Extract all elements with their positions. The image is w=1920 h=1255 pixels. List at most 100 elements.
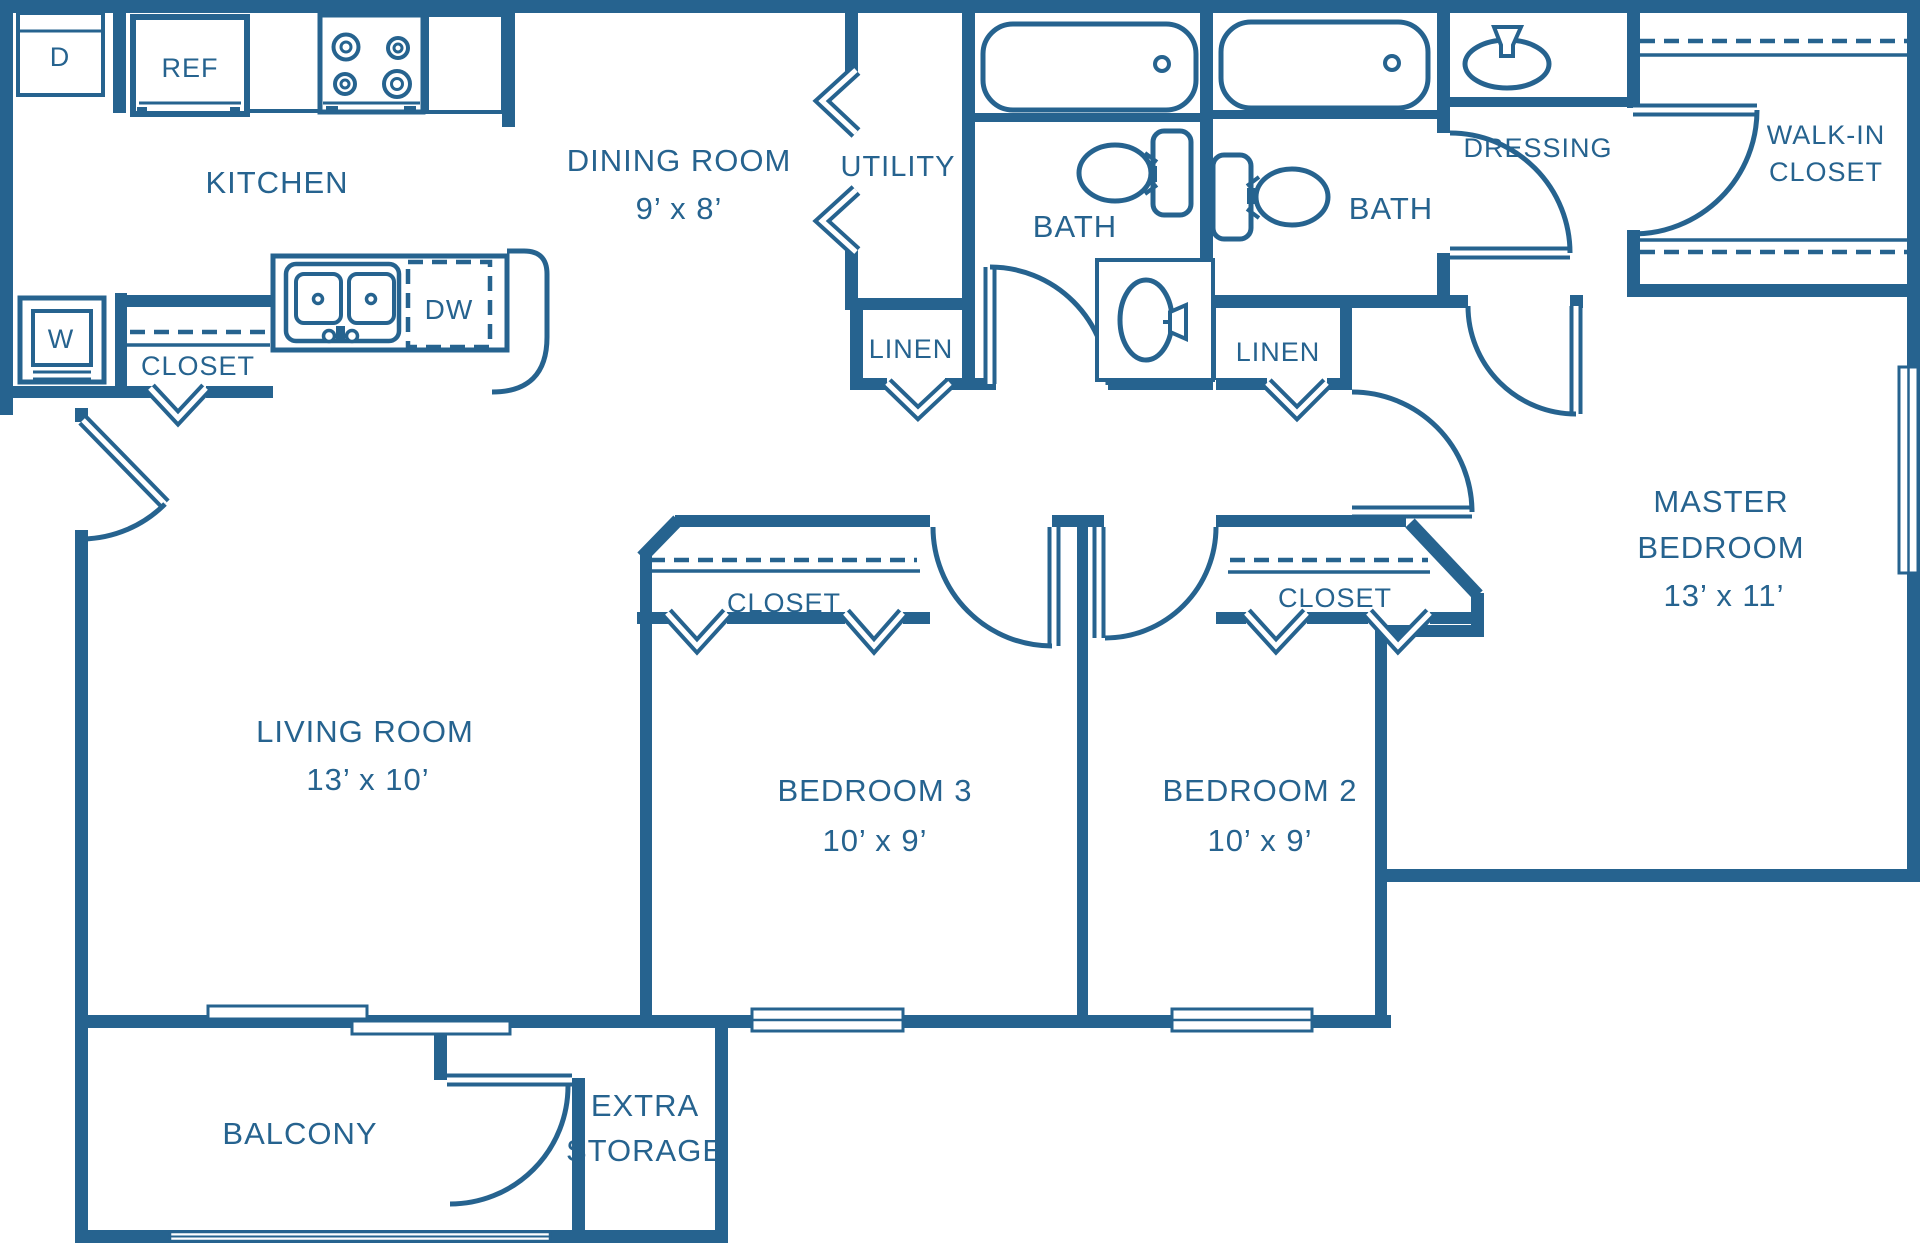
dryer-box [16, 11, 105, 97]
room-label-linen2: LINEN [1236, 337, 1321, 367]
bifold-door [812, 185, 861, 257]
bifold-door-core [843, 611, 905, 650]
closet-shelves-layer [127, 38, 1907, 574]
washer-inner-box [31, 309, 93, 367]
wall-segment [845, 298, 975, 310]
bifold-door [840, 608, 908, 656]
stove-burner-icon [390, 77, 404, 91]
stove-burner-icon [339, 40, 353, 54]
wall-segment [675, 515, 930, 527]
sink-drain-icon [364, 292, 378, 306]
wall-segment [845, 250, 858, 310]
wall-segment [850, 298, 863, 390]
appliance-label-dishwasher: DW [425, 294, 474, 325]
bed3-door-arc [930, 526, 1053, 649]
doors-layer [78, 103, 1760, 1207]
bath1-door-arc [989, 264, 1111, 386]
sink-faucet-icon [336, 326, 345, 343]
windows-layer [168, 365, 1920, 1243]
room-label-bath2: BATH [1349, 191, 1433, 226]
refrigerator-box [130, 14, 250, 117]
bifold-door-core [818, 68, 858, 135]
bifold-door-core [1366, 611, 1432, 650]
wall-segment [502, 13, 515, 127]
wall-segment [115, 293, 127, 397]
counter-end-cap [491, 248, 550, 395]
appliance-label-washer: W [48, 324, 74, 354]
master-door-arc [1351, 389, 1475, 513]
wall-segment [1052, 515, 1104, 527]
wall-segment [1213, 110, 1450, 119]
wall-segment [850, 378, 887, 390]
toilet-bowl-icon [1076, 142, 1154, 204]
bathtub-icon [980, 21, 1199, 113]
room-label-dressing: DRESSING [1463, 133, 1612, 163]
room-label-living: LIVING ROOM [256, 714, 474, 749]
bifold-door-core [818, 188, 858, 254]
room-label-linen1: LINEN [869, 334, 954, 364]
wall-segment [1378, 869, 1920, 882]
wall-segment [1375, 625, 1387, 1028]
wall-segment [903, 612, 930, 624]
entry-door-arc [82, 502, 167, 542]
room-label-dining: DINING ROOM [567, 143, 792, 178]
room-label-walkin-1: WALK-IN [1767, 120, 1886, 150]
bifold-door [1262, 378, 1332, 423]
dishwasher-box [405, 259, 493, 350]
toilet-bowl-icon [1253, 166, 1331, 228]
wall-segment [1430, 612, 1484, 624]
bath2-door-arc [1449, 130, 1573, 254]
room-label-master-2: BEDROOM [1637, 530, 1804, 565]
room-dims-dining: 9’ x 8’ [636, 191, 723, 226]
bifold-door [882, 378, 955, 422]
wall-segment [1307, 612, 1368, 624]
wall-segment [715, 1015, 728, 1243]
wall-segment [1627, 13, 1640, 108]
wall-segment [1216, 612, 1246, 624]
dressing-door-arc [1465, 305, 1577, 417]
wall-segment [975, 113, 1200, 122]
toilet-tank-icon [1150, 128, 1194, 218]
storage-door-arc [449, 1085, 571, 1207]
bifold-door [145, 383, 211, 428]
toilet-connector [1245, 175, 1261, 220]
bifold-door-core [885, 381, 952, 417]
room-dims-bed3: 10’ x 9’ [822, 823, 927, 858]
bifold-door-core [1265, 381, 1329, 417]
wall-segment [1570, 295, 1583, 308]
wall-segment [1327, 378, 1352, 390]
wall-segment [0, 386, 152, 398]
labels-layer: KITCHEN DINING ROOM 9’ x 8’ UTILITY BATH… [48, 42, 1886, 1168]
refrigerator-foot [230, 107, 240, 115]
room-label-utility: UTILITY [841, 151, 956, 183]
bathtub-icon [1218, 19, 1431, 111]
tub-drain-icon [1383, 54, 1401, 72]
tub-drain-icon [1153, 55, 1171, 73]
washer-band-line [33, 370, 91, 381]
wall-segment [75, 530, 88, 1243]
toilet-flush-icon [1149, 166, 1157, 182]
sink-knob-icon [344, 328, 360, 344]
stove-foot [326, 106, 338, 113]
room-label-closet-bed2: CLOSET [1278, 583, 1392, 613]
wall-segment [637, 612, 670, 624]
room-label-bed2: BEDROOM 2 [1162, 773, 1357, 808]
wall-segment [1450, 97, 1627, 107]
wall-segment [727, 612, 845, 624]
bifold-door-core [1244, 611, 1309, 650]
bifold-door [1241, 608, 1312, 656]
counter [425, 13, 505, 114]
appliance-label-dryer: D [50, 42, 71, 72]
toilet-flush-icon [1247, 188, 1255, 204]
wall-segment [206, 386, 273, 398]
stove-burner-icon [392, 42, 404, 54]
stove-burner-icon [339, 78, 351, 90]
refrigerator-foot [137, 107, 147, 115]
room-label-master-1: MASTER [1653, 484, 1788, 519]
bed2-door-arc [1104, 526, 1219, 641]
vanity-faucet-icon [1168, 301, 1188, 343]
sliding-door-panel [350, 1019, 512, 1036]
dressing-faucet-icon [1491, 25, 1525, 58]
appliance-label-refrigerator: REF [162, 53, 219, 83]
